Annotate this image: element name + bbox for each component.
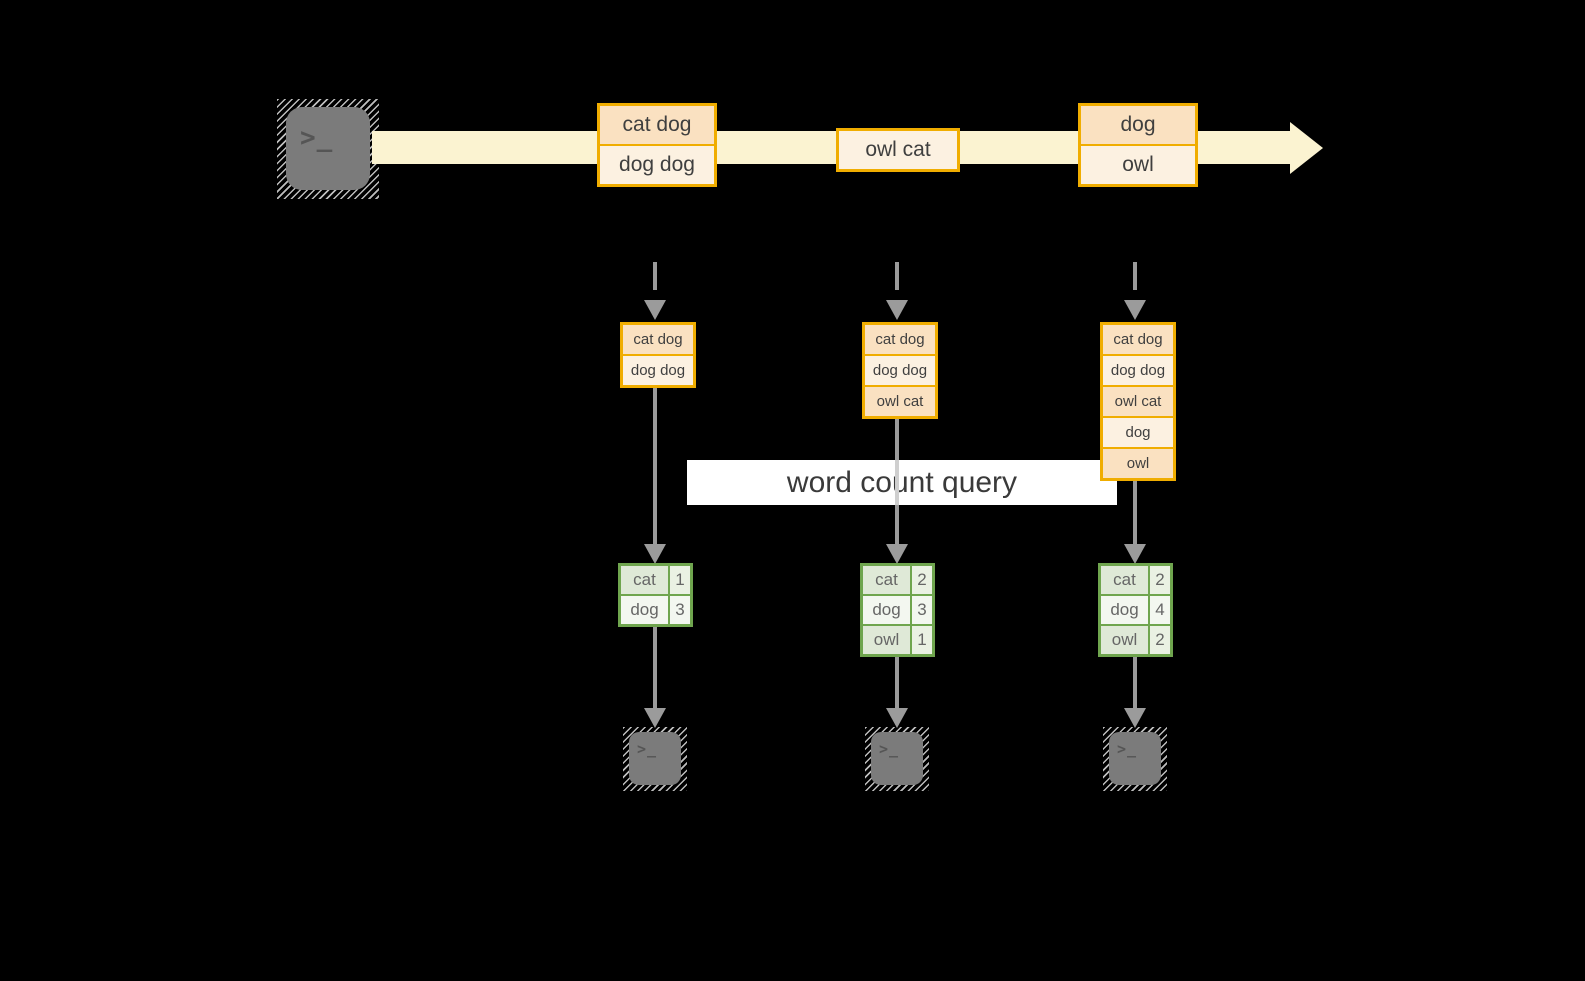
table-row: dog 4 [1101, 596, 1170, 624]
arrowhead-icon [644, 708, 666, 728]
word-cell: owl [1101, 626, 1148, 654]
arrowhead-icon [644, 544, 666, 564]
arrow-line [1133, 657, 1137, 710]
dashed-arrow-line [895, 262, 899, 290]
state-item: dog [1103, 418, 1173, 447]
arrow-line [1133, 481, 1137, 546]
count-table-1: cat 1 dog 3 [618, 563, 693, 627]
count-cell: 3 [912, 596, 932, 624]
count-table-3: cat 2 dog 4 owl 2 [1098, 563, 1173, 657]
count-table-2: cat 2 dog 3 owl 1 [860, 563, 935, 657]
terminal-screen: >_ [286, 107, 370, 190]
batch-item: dog dog [600, 146, 714, 184]
table-row: cat 2 [1101, 566, 1170, 594]
state-box-3: cat dog dog dog owl cat dog owl [1100, 322, 1176, 481]
table-row: cat 1 [621, 566, 690, 594]
count-cell: 2 [912, 566, 932, 594]
batch-item: cat dog [600, 106, 714, 144]
word-cell: cat [863, 566, 910, 594]
dashed-arrow-line [653, 262, 657, 290]
count-cell: 4 [1150, 596, 1170, 624]
word-cell: dog [621, 596, 668, 624]
batch-item: owl [1081, 146, 1195, 184]
count-cell: 1 [912, 626, 932, 654]
arrow-line [653, 627, 657, 710]
terminal-prompt-icon: >_ [300, 123, 334, 153]
state-item: dog dog [623, 356, 693, 385]
count-cell: 3 [670, 596, 690, 624]
state-item: owl cat [1103, 387, 1173, 416]
count-cell: 2 [1150, 626, 1170, 654]
dashed-arrowhead-icon [644, 300, 666, 320]
arrow-line [895, 657, 899, 710]
word-cell: cat [1101, 566, 1148, 594]
terminal-screen: >_ [629, 732, 681, 785]
terminal-sink-icon: >_ [623, 727, 687, 791]
terminal-sink-icon: >_ [1103, 727, 1167, 791]
state-item: owl cat [865, 387, 935, 416]
stream-batch-2: owl cat [836, 128, 960, 172]
terminal-screen: >_ [871, 732, 923, 785]
arrowhead-icon [886, 708, 908, 728]
state-box-1: cat dog dog dog [620, 322, 696, 388]
terminal-screen: >_ [1109, 732, 1161, 785]
terminal-source-icon: >_ [277, 99, 379, 199]
batch-item: owl cat [839, 131, 957, 169]
terminal-prompt-icon: >_ [637, 740, 658, 758]
word-cell: owl [863, 626, 910, 654]
arrow-line [653, 388, 657, 546]
arrow-line-over-banner [895, 460, 899, 505]
stream-arrowhead-icon [1290, 122, 1323, 174]
batch-item: dog [1081, 106, 1195, 144]
state-box-2: cat dog dog dog owl cat [862, 322, 938, 419]
state-item: cat dog [865, 325, 935, 354]
state-item: dog dog [865, 356, 935, 385]
word-cell: dog [863, 596, 910, 624]
table-row: cat 2 [863, 566, 932, 594]
table-row: dog 3 [863, 596, 932, 624]
state-item: cat dog [623, 325, 693, 354]
table-row: dog 3 [621, 596, 690, 624]
state-item: cat dog [1103, 325, 1173, 354]
arrowhead-icon [1124, 544, 1146, 564]
table-row: owl 2 [1101, 626, 1170, 654]
table-row: owl 1 [863, 626, 932, 654]
dashed-arrowhead-icon [1124, 300, 1146, 320]
state-item: dog dog [1103, 356, 1173, 385]
arrowhead-icon [886, 544, 908, 564]
arrowhead-icon [1124, 708, 1146, 728]
query-label: word count query [786, 465, 1018, 499]
dashed-arrow-line [1133, 262, 1137, 290]
terminal-prompt-icon: >_ [1117, 740, 1138, 758]
count-cell: 1 [670, 566, 690, 594]
count-cell: 2 [1150, 566, 1170, 594]
state-item: owl [1103, 449, 1173, 478]
terminal-sink-icon: >_ [865, 727, 929, 791]
stream-batch-1: cat dog dog dog [597, 103, 717, 187]
dashed-arrowhead-icon [886, 300, 908, 320]
word-cell: dog [1101, 596, 1148, 624]
query-banner: word count query [687, 460, 1117, 505]
stream-batch-3: dog owl [1078, 103, 1198, 187]
terminal-prompt-icon: >_ [879, 740, 900, 758]
word-cell: cat [621, 566, 668, 594]
